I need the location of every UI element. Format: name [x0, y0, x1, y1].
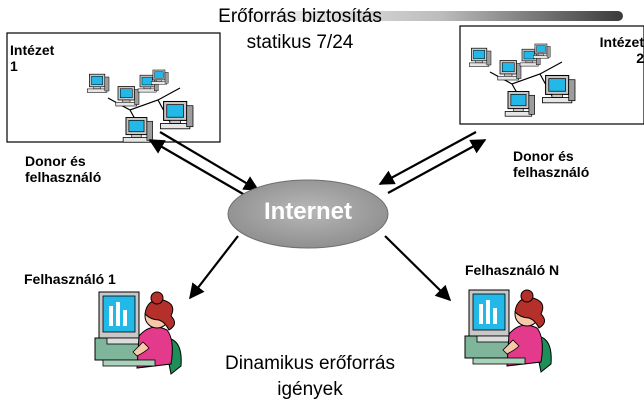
user-1-label: Felhasználó 1 [24, 271, 116, 287]
person-at-computer-icon [464, 289, 552, 373]
user-n-label: Felhasználó N [465, 262, 560, 278]
institution-1-label-line-1: Intézet [10, 42, 55, 58]
institution-2-label: Intézet 2 [576, 34, 644, 66]
bottom-caption-line-2: igények [277, 379, 343, 400]
donor-label-right: Donor és felhasználó [513, 148, 589, 180]
internet-cloud [227, 179, 389, 249]
institution-2-label-line-1: Intézet [599, 34, 644, 50]
institution-1-label: Intézet 1 [10, 42, 54, 74]
person-at-computer-icon [94, 291, 182, 375]
arrow-inst2-to-internet [378, 131, 477, 185]
title-line-2: statikus 7/24 [246, 32, 354, 53]
institution-1-label-line-2: 1 [10, 58, 18, 75]
institution-2-label-line-2: 2 [636, 50, 644, 67]
donor-label-left-line-2: felhasználó [25, 169, 102, 186]
arrow-internet-to-user1 [189, 235, 239, 300]
arrow-internet-to-inst2 [387, 139, 487, 194]
donor-label-left-line-1: Donor és [25, 153, 86, 169]
bottom-caption-line-1: Dinamikus erőforrás [225, 353, 395, 374]
arrow-inst1-to-internet [159, 131, 260, 191]
arrow-internet-to-userN [384, 235, 452, 302]
donor-label-right-line-2: felhasználó [513, 164, 590, 181]
donor-label-left: Donor és felhasználó [25, 153, 101, 185]
title-line-1: Erőforrás biztosítás [218, 6, 382, 27]
donor-label-right-line-1: Donor és [513, 148, 574, 164]
title-ribbon [215, 11, 623, 21]
internet-label: Internet [263, 198, 352, 225]
arrow-internet-to-inst1 [148, 139, 251, 199]
